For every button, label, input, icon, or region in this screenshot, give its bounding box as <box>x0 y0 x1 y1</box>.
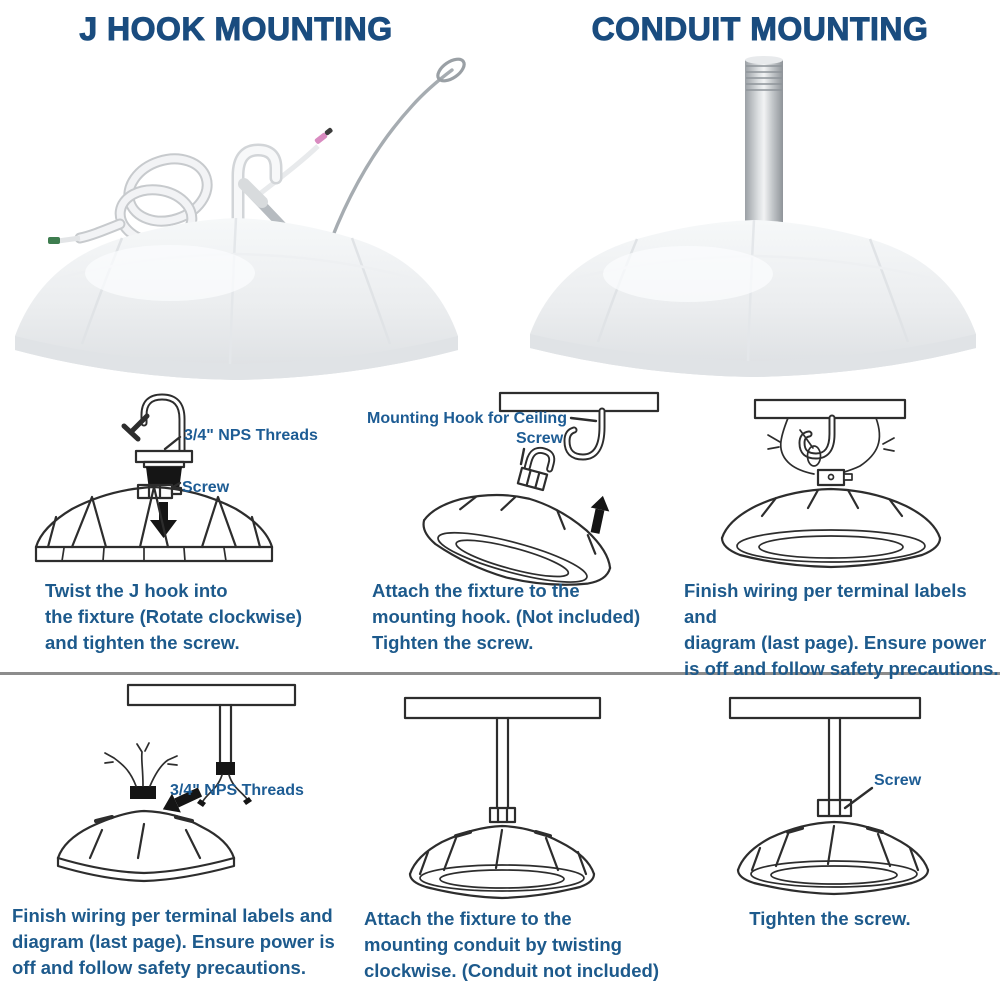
caption-row1-step3: Finish wiring per terminal labels and di… <box>684 580 999 679</box>
caption-row2-step3: Tighten the screw. <box>749 908 911 929</box>
screw-label-step2: Screw <box>516 430 564 447</box>
screw-label-step1: Screw <box>182 479 230 496</box>
j-hook-fixture-photo <box>15 57 466 380</box>
conduit-wiring-step1-illustration <box>56 683 297 883</box>
tighten-screw-step3-illustration <box>728 696 930 896</box>
section-divider <box>0 672 1000 675</box>
caption-row2-step1: Finish wiring per terminal labels and di… <box>12 905 335 978</box>
j-hook-mounting-title: J HOOK MOUNTING <box>79 11 393 47</box>
wiring-step3-illustration <box>720 398 942 569</box>
mounting-hook-step2-illustration <box>422 391 660 586</box>
mounting-hook-label-step2: Mounting Hook for Ceiling <box>367 410 567 427</box>
conduit-fixture-photo <box>530 56 976 377</box>
conduit-attach-step2-illustration <box>403 696 602 900</box>
caption-row2-step2: Attach the fixture to the mounting condu… <box>364 908 659 981</box>
j-hook-step1-illustration <box>34 393 274 563</box>
caption-row1-step1: Twist the J hook into the fixture (Rotat… <box>45 580 303 653</box>
caption-row1-step2: Attach the fixture to the mounting hook.… <box>372 580 641 653</box>
nps-threads-label-conduit: 3/4" NPS Threads <box>170 782 304 799</box>
nps-threads-label-step1: 3/4" NPS Threads <box>184 427 318 444</box>
conduit-mounting-title: CONDUIT MOUNTING <box>591 11 929 47</box>
screw-label-conduit: Screw <box>874 772 922 789</box>
